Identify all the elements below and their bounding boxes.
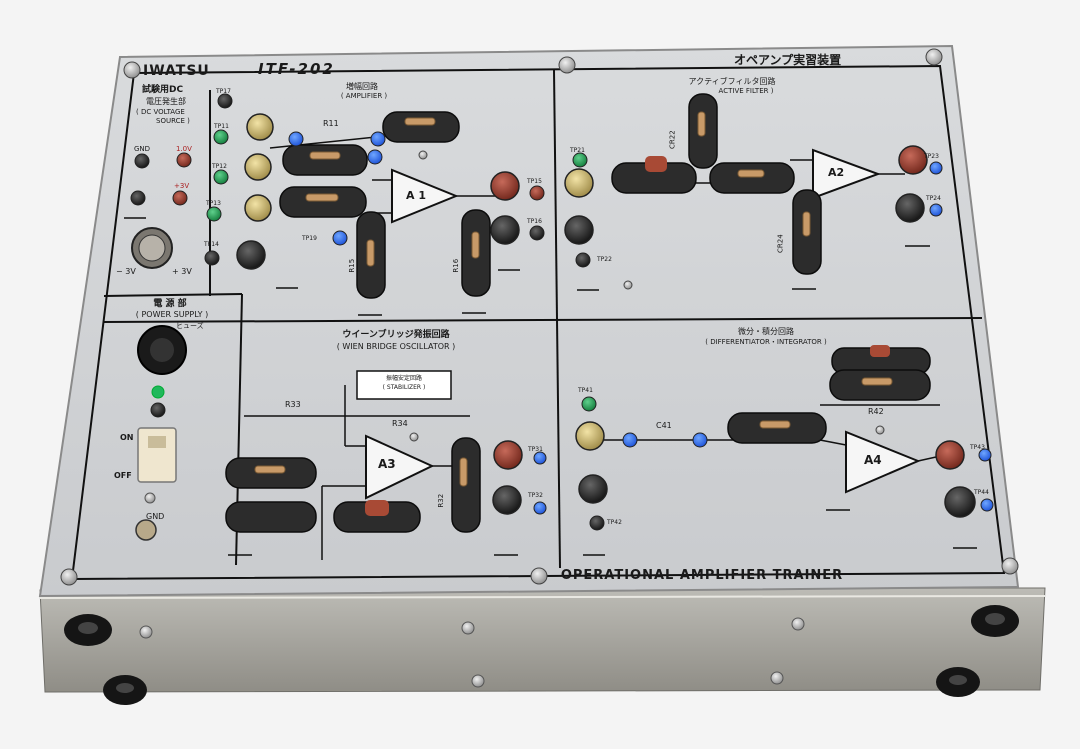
r11-label: R11 xyxy=(323,119,339,128)
wien-title-jp: ウイーンブリッジ発振回路 xyxy=(342,330,450,340)
fuse-label: ヒューズ xyxy=(176,322,204,330)
dc-pos-range: + 3V xyxy=(172,267,192,276)
tp15-label: TP15 xyxy=(527,178,542,185)
di-title-en: ( DIFFERENTIATOR・INTEGRATOR ) xyxy=(705,338,827,346)
opamp-a2 xyxy=(812,148,881,200)
stabilizer-title-jp: 振幅安定回路 xyxy=(385,375,423,382)
opamp-a2-label: A2 xyxy=(828,166,845,179)
dc-title-en: ( DC VOLTAGE xyxy=(136,108,185,116)
dc-3v-label: +3V xyxy=(174,182,190,190)
footer-title: OPERATIONAL AMPLIFIER TRAINER xyxy=(560,568,844,583)
power-title-jp: 電 源 部 xyxy=(153,299,187,309)
wien-title-en: ( WIEN BRIDGE OSCILLATOR ) xyxy=(336,342,456,351)
tp41-label: TP41 xyxy=(578,387,593,394)
amp-title-en: ( AMPLIFIER ) xyxy=(340,92,388,100)
tp23-label: TP23 xyxy=(924,153,939,160)
tp42-label: TP42 xyxy=(607,519,622,526)
opamp-a4-label: A4 xyxy=(864,453,882,467)
cr24-label: CR24 xyxy=(776,234,785,254)
amp-title-jp: 増幅回路 xyxy=(346,82,378,91)
opamp-a3-label: A3 xyxy=(378,457,396,471)
tp31-label: TP31 xyxy=(528,446,543,453)
af-title-en: ACTIVE FILTER ) xyxy=(718,87,774,95)
brand-label: IWATSU xyxy=(143,63,210,79)
tp13-label: TP13 xyxy=(206,200,221,207)
tp19-label: TP19 xyxy=(302,235,317,242)
tp17-label: TP17 xyxy=(216,88,231,95)
r15-label: R15 xyxy=(348,258,357,273)
opamp-a3 xyxy=(365,434,435,500)
cr22-label: CR22 xyxy=(668,130,677,150)
power-title-en: ( POWER SUPPLY ) xyxy=(135,310,209,319)
tp32-label: TP32 xyxy=(528,492,543,499)
title-jp: オペアンプ実習装置 xyxy=(734,53,842,67)
switch-off-label: OFF xyxy=(114,471,132,480)
r16-label: R16 xyxy=(452,258,461,273)
dc-title-en2: SOURCE ) xyxy=(156,117,190,125)
r34-label: R34 xyxy=(392,419,408,428)
tp12-label: TP12 xyxy=(212,163,227,170)
stabilizer-title-en: ( STABILIZER ) xyxy=(382,384,426,391)
c41-label: C41 xyxy=(656,421,672,430)
r42-label: R42 xyxy=(868,407,884,416)
tp21-label: TP21 xyxy=(570,147,585,154)
power-switch xyxy=(137,427,177,483)
r33-label: R33 xyxy=(285,400,301,409)
tp11-label: TP11 xyxy=(214,123,229,130)
tp24-label: TP24 xyxy=(926,195,941,202)
tp44-label: TP44 xyxy=(974,489,989,496)
dc-neg-range: − 3V xyxy=(116,267,136,276)
di-title-jp: 微分・積分回路 xyxy=(738,327,794,336)
dc-1v-label: 1.0V xyxy=(176,145,192,153)
dc-title-jp: 試験用DC xyxy=(142,85,184,95)
power-gnd-label: GND xyxy=(146,512,165,521)
tp43-label: TP43 xyxy=(970,444,985,451)
power-led xyxy=(151,385,165,399)
switch-on-label: ON xyxy=(120,433,134,442)
opamp-a4 xyxy=(845,430,921,494)
tp22-label: TP22 xyxy=(597,256,612,263)
tp14-label: TP14 xyxy=(204,241,219,248)
model-label: ITF-202 xyxy=(258,60,335,78)
tp16-label: TP16 xyxy=(527,218,542,225)
r32-label: R32 xyxy=(437,493,446,508)
dc-title-jp2: 電圧発生部 xyxy=(146,97,186,106)
dc-gnd-label: GND xyxy=(134,145,151,153)
af-title-jp: アクティブフィルタ回路 xyxy=(688,77,776,86)
opamp-a1-label: A 1 xyxy=(406,189,426,202)
opamp-a1 xyxy=(391,168,459,224)
